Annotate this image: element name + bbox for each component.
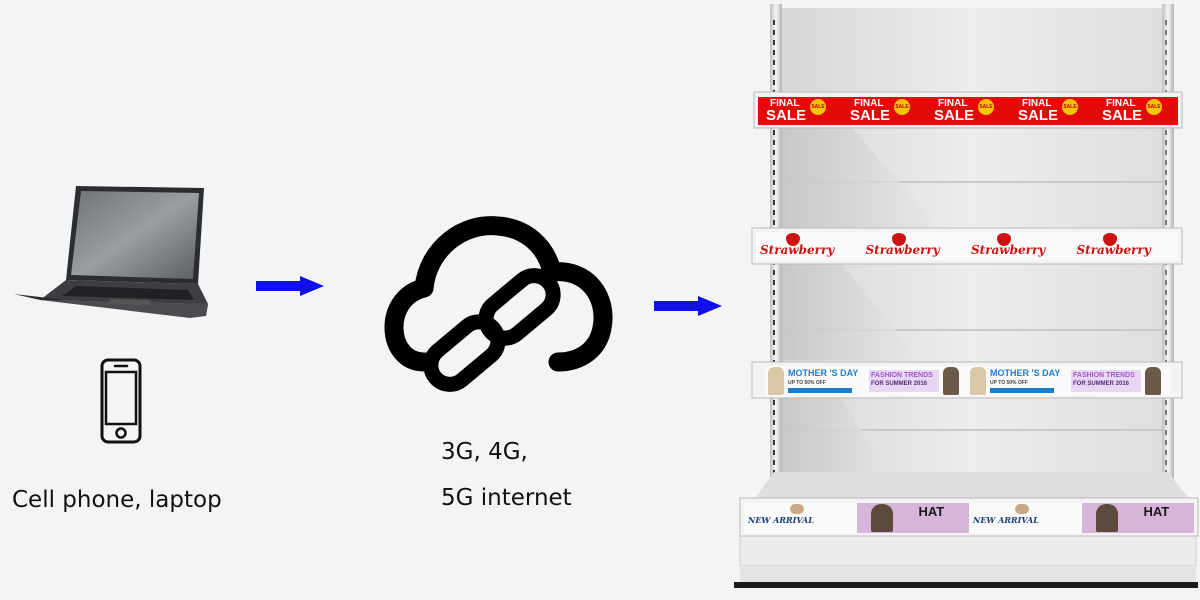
- shelf-unit: FINAL SALE SALE FINAL SALE SALE FINAL SA…: [730, 0, 1200, 600]
- shelf-strip-strawberry: Strawberry Strawberry Strawberry Strawbe…: [756, 232, 1178, 260]
- hat-label: HAT: [1143, 504, 1170, 519]
- mothers-day-bar: [990, 388, 1054, 393]
- strawberry-label: Strawberry: [865, 243, 940, 257]
- left-caption: Cell phone, laptop: [12, 487, 222, 513]
- mothers-day-tile: MOTHER 'S DAY UP TO 50% OFF: [968, 366, 1069, 396]
- arrow-1: [256, 276, 326, 296]
- model-image-icon: [1145, 367, 1161, 395]
- sale-line1: FINAL: [938, 98, 968, 109]
- new-arrival-label: NEW ARRIVAL: [973, 515, 1039, 525]
- new-arrival-label: NEW ARRIVAL: [748, 515, 814, 525]
- sale-line1: FINAL: [854, 98, 884, 109]
- model-image-icon: [1095, 504, 1118, 532]
- sale-tile: FINAL SALE SALE: [1094, 97, 1178, 125]
- sale-line2: SALE: [1102, 107, 1143, 124]
- sale-line2: SALE: [850, 107, 891, 124]
- sale-tile: FINAL SALE SALE: [926, 97, 1010, 125]
- mothers-day-sub: UP TO 50% OFF: [990, 380, 1028, 386]
- sale-line1: FINAL: [1022, 98, 1052, 109]
- fashion-trends-tile: FASHION TRENDS FOR SUMMER 2016: [1069, 366, 1170, 396]
- cloud-link-icon: [384, 216, 613, 392]
- sale-line2: SALE: [766, 107, 807, 124]
- new-arrival-tile: NEW ARRIVAL: [744, 503, 857, 533]
- hat-label: HAT: [918, 504, 945, 519]
- shelf-strip-final-sale: FINAL SALE SALE FINAL SALE SALE FINAL SA…: [758, 97, 1178, 125]
- model-image-icon: [768, 367, 784, 395]
- sale-badge: SALE: [810, 99, 826, 115]
- mothers-day-sub: UP TO 50% OFF: [788, 380, 826, 386]
- strawberry-tile: Strawberry: [862, 232, 968, 260]
- sale-line2: SALE: [1018, 107, 1059, 124]
- sale-badge: SALE: [1062, 99, 1078, 115]
- sale-line1: FINAL: [770, 98, 800, 109]
- hat-tile: HAT: [856, 503, 969, 533]
- mothers-day-tile: MOTHER 'S DAY UP TO 50% OFF: [766, 366, 867, 396]
- fashion-title: FASHION TRENDS: [1073, 372, 1135, 379]
- arrow-2: [654, 296, 724, 316]
- strawberry-icon: [786, 233, 800, 246]
- fashion-trends-tile: FASHION TRENDS FOR SUMMER 2016: [867, 366, 968, 396]
- strawberry-tile: Strawberry: [756, 232, 862, 260]
- mothers-day-title: MOTHER 'S DAY: [990, 368, 1061, 378]
- sale-tile: FINAL SALE SALE: [842, 97, 926, 125]
- sale-line1: FINAL: [1106, 98, 1136, 109]
- sale-badge: SALE: [1146, 99, 1162, 115]
- model-image-icon: [970, 367, 986, 395]
- model-image-icon: [870, 504, 893, 532]
- mothers-day-title: MOTHER 'S DAY: [788, 368, 859, 378]
- right-arrow-icon: [256, 276, 324, 296]
- laptop-icon: [14, 186, 208, 318]
- sale-tile: FINAL SALE SALE: [1010, 97, 1094, 125]
- fashion-sub: FOR SUMMER 2016: [1073, 381, 1130, 387]
- model-image-icon: [790, 504, 804, 514]
- middle-caption-line1: 3G, 4G,: [441, 439, 528, 465]
- strawberry-icon: [891, 233, 906, 246]
- sale-badge: SALE: [978, 99, 994, 115]
- strawberry-label: Strawberry: [971, 243, 1046, 257]
- new-arrival-tile: NEW ARRIVAL: [969, 503, 1082, 533]
- hat-tile: HAT: [1081, 503, 1194, 533]
- strawberry-tile: Strawberry: [967, 232, 1073, 260]
- middle-caption-line2: 5G internet: [441, 485, 572, 511]
- laptop: [10, 184, 210, 324]
- strawberry-label: Strawberry: [760, 243, 835, 257]
- shelf-strip-new-arrival: NEW ARRIVAL HAT NEW ARRIVAL HAT: [744, 503, 1194, 533]
- right-arrow-icon: [654, 296, 722, 316]
- smartphone-icon: [100, 358, 142, 444]
- strawberry-label: Strawberry: [1076, 243, 1151, 257]
- mothers-day-bar: [788, 388, 852, 393]
- smartphone: [99, 358, 143, 444]
- model-image-icon: [1015, 504, 1029, 514]
- sale-badge: SALE: [894, 99, 910, 115]
- fashion-sub: FOR SUMMER 2016: [871, 381, 928, 387]
- sale-tile: FINAL SALE SALE: [758, 97, 842, 125]
- strawberry-icon: [1102, 233, 1117, 246]
- strawberry-tile: Strawberry: [1073, 232, 1179, 260]
- model-image-icon: [943, 367, 959, 395]
- sale-line2: SALE: [934, 107, 975, 124]
- fashion-panel: [1071, 370, 1141, 392]
- fashion-title: FASHION TRENDS: [871, 372, 933, 379]
- strawberry-icon: [997, 233, 1011, 246]
- cloud: [376, 212, 613, 392]
- shelf-strip-promotions: MOTHER 'S DAY UP TO 50% OFF FASHION TREN…: [766, 366, 1170, 396]
- fashion-panel: [869, 370, 939, 392]
